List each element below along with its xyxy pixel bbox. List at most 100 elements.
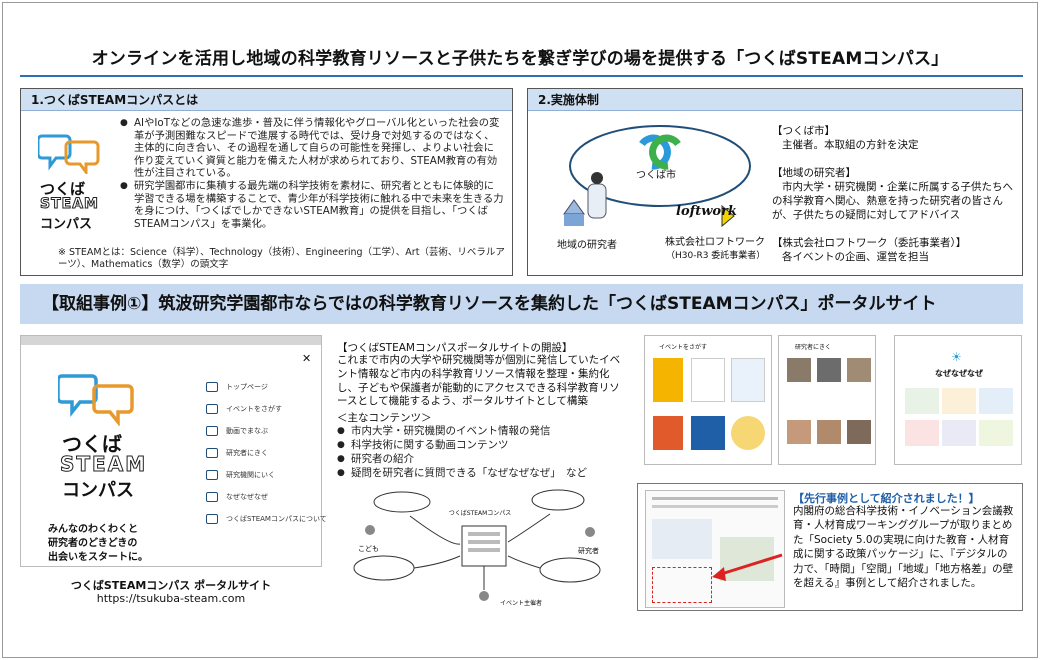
- contents-item: 科学技術に関する動画コンテンツ: [337, 438, 627, 452]
- contents-item: 市内大学・研究機関のイベント情報の発信: [337, 424, 627, 438]
- doc-line: [652, 497, 778, 500]
- event-card: [731, 416, 765, 450]
- browser-bar: [21, 336, 321, 345]
- events-thumbnail-title: イベントをさがす: [659, 344, 708, 351]
- contents-item: 研究者の紹介: [337, 452, 627, 466]
- naze-card: [942, 420, 976, 446]
- portal-screenshot: [20, 335, 322, 567]
- steam-note: ※ STEAMとは：Science（科学）、Technology（技術）、Eng…: [58, 247, 505, 270]
- role-company-title: 【株式会社ロフトワーク（委託事業者）】: [772, 237, 967, 249]
- portal-tagline-3: 出会いをスタートに。: [48, 552, 148, 563]
- portal-logo-line1: つくば: [62, 432, 122, 456]
- portal-logo-line2: STEAM: [59, 452, 148, 477]
- portal-logo-line3: コンパス: [62, 480, 134, 501]
- portal-nav-videos[interactable]: 動画でまなぶ: [206, 426, 268, 436]
- portal-nav-about[interactable]: つくばSTEAMコンパスについて: [206, 514, 327, 524]
- portal-caption: つくばSTEAMコンパス ポータルサイト: [70, 579, 272, 592]
- role-company-text: 各イベントの企画、運営を担当: [782, 251, 929, 263]
- section-about-heading: 1.つくばSTEAMコンパスとは: [21, 89, 512, 111]
- event-card: [731, 358, 765, 402]
- diagram-center-label: つくばSTEAMコンパス: [448, 510, 512, 517]
- events-thumbnail: イベントをさがす: [644, 335, 772, 465]
- researcher-photo: [817, 420, 841, 444]
- section-structure: 2.実施体制: [527, 88, 1023, 276]
- portal-tagline-1: みんなのわくわくと: [48, 524, 138, 535]
- home-icon: [206, 382, 218, 392]
- role-city-title: 【つくば市】: [772, 125, 835, 137]
- diagram-org-label: イベント主催者: [500, 600, 543, 607]
- portal-nav-top[interactable]: トップページ: [206, 382, 268, 392]
- structure-diagram: [563, 125, 751, 228]
- page-title: オンラインを活用し地域の科学教育リソースと子供たちを繋ぎ学びの場を提供する「つく…: [91, 49, 949, 69]
- building-icon: [206, 470, 218, 480]
- naze-card: [979, 420, 1013, 446]
- portal-nav-institutes[interactable]: 研究機関にいく: [206, 470, 275, 480]
- portal-nav-label: トップページ: [226, 383, 268, 391]
- about-bullet-2: 研究学園都市に集積する最先端の科学技術を素材に、研究者とともに体験的に学習できる…: [120, 180, 504, 230]
- about-bullets: AIやIoTなどの急速な進歩・普及に伴う情報化やグローバル化といった社会の変革が…: [120, 117, 504, 230]
- doc-block: [652, 519, 712, 559]
- naze-card: [905, 388, 939, 414]
- portal-url[interactable]: https://tsukuba-steam.com: [96, 592, 246, 605]
- portal-nav-label: 研究機関にいく: [226, 471, 275, 479]
- calendar-icon: [206, 404, 218, 414]
- precedent-heading: 【先行事例として紹介されました！】: [793, 492, 980, 505]
- diagram-child-label: こども: [358, 545, 379, 553]
- city-label: つくば市: [636, 170, 676, 181]
- researcher-photo: [817, 358, 841, 382]
- policy-document-image: [645, 490, 785, 608]
- doc-highlight: [652, 567, 712, 603]
- company-label: 株式会社ロフトワーク: [665, 237, 765, 248]
- contents-list: 市内大学・研究機関のイベント情報の発信 科学技術に関する動画コンテンツ 研究者の…: [337, 424, 627, 480]
- researcher-photo: [787, 420, 811, 444]
- researchers-thumbnail-title: 研究者にきく: [795, 344, 832, 351]
- compass-logo-icon: [38, 134, 100, 174]
- title-rule: [20, 75, 1023, 77]
- company-sub-label: （H30-R3 委託事業者）: [666, 251, 766, 261]
- naze-card: [942, 388, 976, 414]
- portal-nav-label: つくばSTEAMコンパスについて: [226, 515, 327, 523]
- portal-nav-label: 動画でまなぶ: [226, 427, 268, 435]
- portal-nav-naze[interactable]: なぜなぜなぜ: [206, 492, 268, 502]
- diagram-researcher-label: 研究者: [578, 547, 599, 555]
- contents-label: ＜主なコンテンツ＞: [337, 412, 432, 424]
- case-banner: 【取組事例①】筑波研究学園都市ならではの科学教育リソースを集約した「つくばSTE…: [20, 284, 1023, 324]
- chat-icon: [206, 448, 218, 458]
- portal-logo-icon: [58, 374, 134, 426]
- about-logo-line1: つくば: [40, 180, 86, 198]
- researcher-photo: [847, 420, 871, 444]
- naze-thumbnail-title: なぜなぜなぜ: [935, 369, 983, 378]
- portal-text-body: これまで市内の大学や研究機関等が個別に発信していたイベント情報など市内の科学教育…: [337, 354, 621, 408]
- about-bullet-1: AIやIoTなどの急速な進歩・普及に伴う情報化やグローバル化といった社会の変革が…: [120, 117, 504, 180]
- video-icon: [206, 426, 218, 436]
- researcher-photo: [787, 358, 811, 382]
- event-card: [653, 416, 683, 450]
- event-card: [691, 416, 725, 450]
- bulb-icon: ☀: [951, 350, 962, 364]
- loftwork-logo: loftwork: [676, 204, 737, 219]
- portal-nav-label: イベントをさがす: [226, 405, 282, 413]
- portal-nav-events[interactable]: イベントをさがす: [206, 404, 282, 414]
- precedent-body: 内閣府の総合科学技術・イノベーション会議教育・人材育成ワーキンググループが取りま…: [793, 505, 1014, 590]
- arrow-icon: [712, 553, 783, 581]
- researcher-label: 地域の研究者: [557, 240, 617, 251]
- role-city-text: 主催者。本取組の方針を決定: [782, 139, 919, 151]
- researcher-photo: [847, 358, 871, 382]
- about-logo-line3: コンパス: [40, 217, 93, 232]
- event-card: [653, 358, 683, 402]
- naze-card: [979, 388, 1013, 414]
- contents-item: 疑問を研究者に質問できる「なぜなぜなぜ」 など: [337, 466, 627, 480]
- about-logo-line2: STEAM: [40, 196, 99, 213]
- bulb-icon: [206, 492, 218, 502]
- compass-icon: [206, 514, 218, 524]
- doc-line: [652, 505, 778, 508]
- event-card: [691, 358, 725, 402]
- portal-nav-label: なぜなぜなぜ: [226, 493, 268, 501]
- close-icon[interactable]: ✕: [302, 352, 312, 365]
- portal-text-heading: 【つくばSTEAMコンパスポータルサイトの開設】: [337, 342, 573, 354]
- role-researcher-text: 市内大学・研究機関・企業に所属する子供たちへの科学教育へ関心、熱意を持った研究者…: [772, 181, 1013, 221]
- portal-nav-researchers[interactable]: 研究者にきく: [206, 448, 268, 458]
- researchers-thumbnail: 研究者にきく: [778, 335, 876, 465]
- section-structure-heading: 2.実施体制: [528, 89, 1022, 111]
